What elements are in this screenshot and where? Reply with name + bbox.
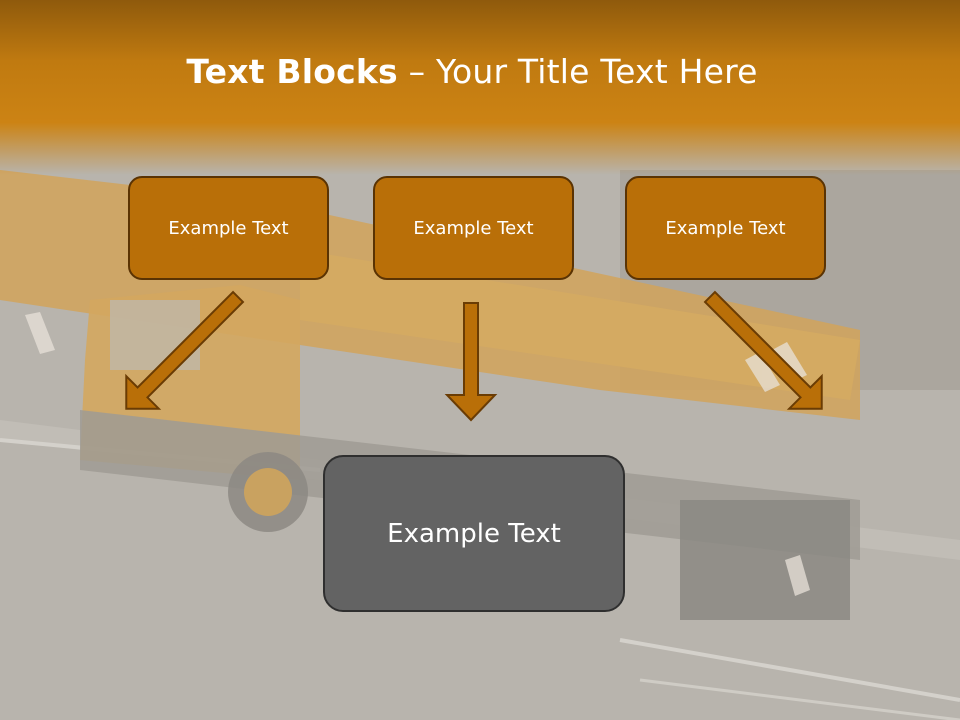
title-rest: – Your Title Text Here bbox=[397, 52, 758, 91]
text-block-1-label: Example Text bbox=[168, 217, 289, 239]
arrow-right bbox=[703, 290, 823, 410]
text-block-3[interactable]: Example Text bbox=[625, 176, 826, 280]
text-block-2-label: Example Text bbox=[413, 217, 534, 239]
arrow-left bbox=[125, 290, 245, 410]
text-block-1[interactable]: Example Text bbox=[128, 176, 329, 280]
title-bold: Text Blocks bbox=[186, 52, 398, 91]
text-block-2[interactable]: Example Text bbox=[373, 176, 574, 280]
target-block-label: Example Text bbox=[387, 518, 561, 549]
text-block-3-label: Example Text bbox=[665, 217, 786, 239]
header-band bbox=[0, 0, 960, 175]
arrow-center bbox=[444, 302, 498, 422]
target-block[interactable]: Example Text bbox=[323, 455, 625, 612]
page-title: Text Blocks – Your Title Text Here bbox=[0, 52, 944, 91]
